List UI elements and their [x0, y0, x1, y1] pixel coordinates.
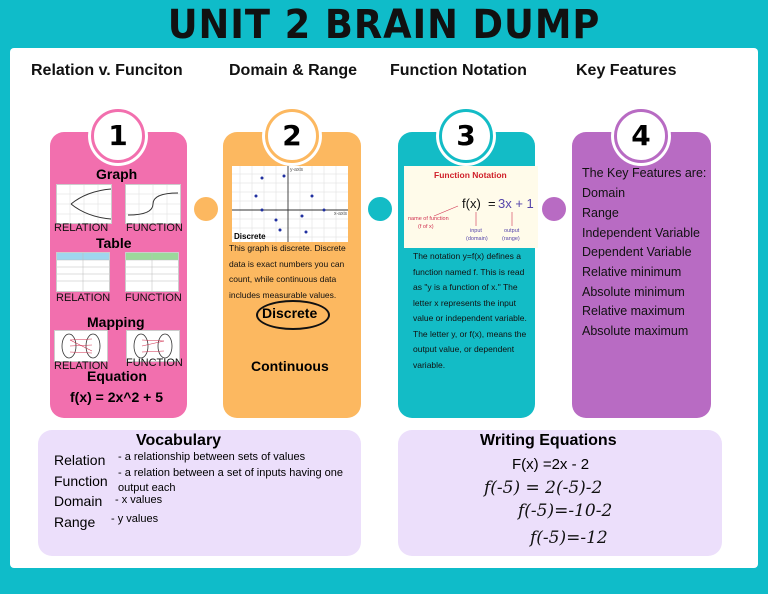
equals-sign: =: [488, 196, 496, 211]
key-features-intro: The Key Features are:: [582, 166, 707, 180]
vocabulary-title: Vocabulary: [136, 432, 222, 449]
range-note: (range): [502, 236, 520, 242]
handwritten-step-3: f(-5)=-12: [530, 528, 608, 548]
graph-relation-label: RELATION: [54, 222, 109, 234]
key-feature-item: Dependent Variable: [582, 245, 692, 259]
badge-3: 3: [436, 106, 496, 166]
relation-table-thumbnail: [56, 252, 110, 292]
vocab-term-range: Range: [54, 514, 96, 530]
f-of-x: f(x): [462, 196, 481, 211]
key-feature-item: Relative maximum: [582, 304, 685, 318]
vocab-def-domain: - x values: [115, 494, 163, 506]
writing-equations-title: Writing Equations: [480, 432, 617, 449]
function-graph-thumbnail: [125, 184, 181, 224]
table-relation-label: RELATION: [56, 292, 111, 304]
relation-mapping-thumbnail: [54, 330, 108, 362]
rhs-expression: 3x + 1: [498, 196, 534, 211]
heading-key-features: Key Features: [576, 62, 677, 79]
key-feature-item: Range: [582, 206, 619, 220]
domain-note: (domain): [466, 236, 488, 242]
table-label: Table: [96, 235, 132, 251]
discrete-description: This graph is discrete. Discrete data is…: [229, 243, 346, 300]
handwritten-step-1: f(-5) = 2(-5)-2: [484, 478, 603, 498]
vocab-term-domain: Domain: [54, 493, 103, 509]
heading-domain-range: Domain & Range: [229, 62, 358, 79]
mapping-function-label: FUNCTION: [126, 357, 183, 369]
graph-label: Graph: [96, 166, 138, 182]
discrete-graph-caption: Discrete: [234, 232, 266, 241]
key-feature-item: Relative minimum: [582, 265, 682, 279]
card-key-features: [572, 132, 711, 418]
vocab-term-relation: Relation: [54, 452, 106, 468]
key-feature-item: Independent Variable: [582, 226, 700, 240]
input-note: input: [470, 228, 482, 234]
writing-equations-panel: [398, 430, 722, 556]
name-of-function-note: name of function: [408, 216, 449, 222]
mapping-relation-label: RELATION: [54, 360, 109, 372]
discrete-label: Discrete: [262, 305, 318, 321]
vocab-term-function: Function: [54, 473, 108, 489]
function-notation-description: The notation y=f(x) defines a function n…: [413, 251, 527, 370]
badge-1: 1: [88, 106, 148, 166]
badge-4: 4: [611, 106, 671, 166]
connector-dot-purple: [542, 197, 566, 221]
typed-equation: F(x) =2x - 2: [512, 456, 590, 473]
graph-function-label: FUNCTION: [126, 222, 183, 234]
function-notation-image-title: Function Notation: [434, 170, 507, 180]
discrete-graph: Discrete y-axis x-axis: [232, 166, 348, 242]
relation-graph-thumbnail: [56, 184, 112, 224]
key-feature-item: Absolute maximum: [582, 324, 689, 338]
badge-2: 2: [262, 106, 322, 166]
equation-text: f(x) = 2x^2 + 5: [70, 389, 164, 405]
connector-dot-orange: [194, 197, 218, 221]
mapping-label: Mapping: [87, 314, 145, 330]
page-title: UNIT 2 BRAIN DUMP: [167, 2, 601, 48]
handwritten-step-2: f(-5)=-10-2: [518, 501, 613, 521]
f-of-x-note: (f of x): [418, 224, 434, 230]
function-table-thumbnail: [125, 252, 179, 292]
vocab-def-function: - a relation between a set of inputs hav…: [118, 467, 344, 494]
key-feature-item: Absolute minimum: [582, 285, 685, 299]
heading-relation-function: Relation v. Funciton: [31, 62, 183, 79]
table-function-label: FUNCTION: [125, 292, 182, 304]
discrete-circle: [256, 300, 330, 330]
function-mapping-thumbnail: [126, 330, 180, 362]
equation-label: Equation: [87, 368, 147, 384]
function-notation-image: Function Notation f(x) = 3x + 1 name of …: [404, 166, 538, 248]
y-axis-label: y-axis: [290, 167, 304, 173]
vocab-def-relation: - a relationship between sets of values: [118, 451, 306, 463]
output-note: output: [504, 228, 520, 234]
x-axis-label: x-axis: [334, 211, 348, 217]
vocabulary-panel: [38, 430, 361, 556]
continuous-label: Continuous: [251, 358, 329, 374]
vocab-def-range: - y values: [111, 513, 159, 525]
connector-dot-teal: [368, 197, 392, 221]
heading-function-notation: Function Notation: [390, 62, 527, 79]
key-feature-item: Domain: [582, 186, 626, 200]
